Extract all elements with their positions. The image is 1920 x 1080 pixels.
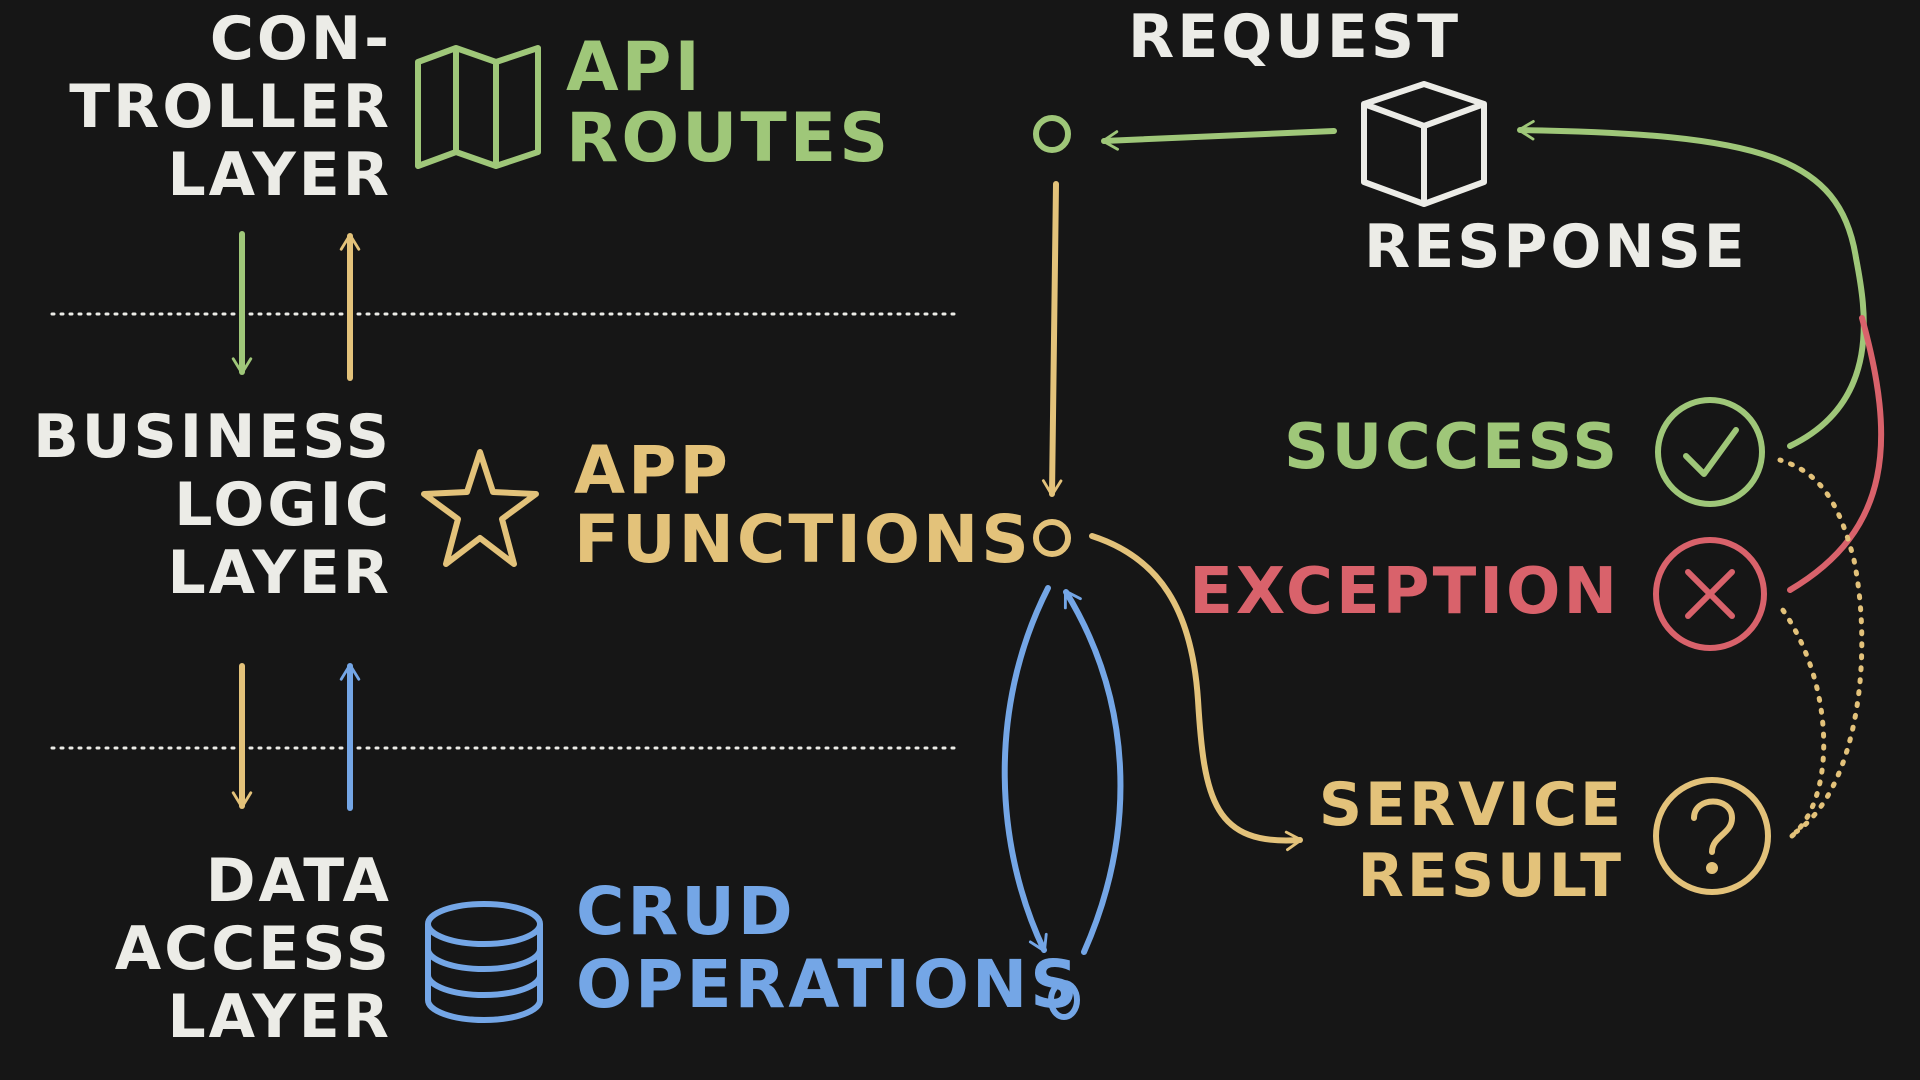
layer-label-line: LOGIC xyxy=(174,469,392,540)
component-label-line: APP xyxy=(574,432,731,509)
question-circle-icon xyxy=(1653,777,1771,895)
layer-label-line: DATA xyxy=(205,846,392,916)
request-arrow xyxy=(1101,128,1337,151)
component-label-crud-operations: CRUD OPERATIONS xyxy=(576,873,1081,1023)
service-result-to-success-dotted xyxy=(1777,457,1865,835)
component-label-line: OPERATIONS xyxy=(576,945,1081,1023)
node-controller xyxy=(1033,115,1071,153)
node-business xyxy=(1033,519,1071,557)
arrow-success-to-response xyxy=(1517,119,1867,449)
service-result-to-exception-dotted xyxy=(1777,603,1827,839)
map-icon xyxy=(415,45,541,169)
request-label: REQUEST xyxy=(1128,2,1462,72)
layer-label-business: BUSINESS LOGIC LAYER xyxy=(33,402,392,608)
star-icon xyxy=(421,449,539,567)
layer-label-line: LAYER xyxy=(167,139,392,210)
component-label-api-routes: API ROUTES xyxy=(566,32,891,175)
layer-label-line: BUSINESS xyxy=(33,402,392,472)
exception-to-response-line xyxy=(1787,315,1885,593)
component-label-line: FUNCTIONS xyxy=(574,501,1032,579)
arrow-functions-to-crud xyxy=(1001,585,1051,953)
check-circle-icon xyxy=(1655,397,1765,507)
layer-label-line: TROLLER xyxy=(69,71,392,142)
service-result-label: SERVICE RESULT xyxy=(1319,770,1624,912)
component-label-line: ROUTES xyxy=(566,99,892,179)
arrow-routes-to-functions xyxy=(1041,181,1063,497)
x-circle-icon xyxy=(1653,537,1767,651)
component-label-line: CRUD xyxy=(576,873,796,950)
layer-label-controller: CON- TROLLER LAYER xyxy=(69,4,392,210)
arrow-crud-to-functions xyxy=(1063,589,1124,955)
service-result-line: RESULT xyxy=(1357,840,1624,911)
layer-label-line: LAYER xyxy=(167,537,392,608)
exception-label: EXCEPTION xyxy=(1189,555,1620,629)
component-label-app-functions: APP FUNCTIONS xyxy=(574,436,1032,575)
layer-label-line: LAYER xyxy=(167,981,392,1052)
response-label: RESPONSE xyxy=(1364,212,1748,282)
node-data xyxy=(1048,980,1080,1020)
component-label-line: API xyxy=(566,28,703,107)
layer-label-line: CON- xyxy=(209,4,392,74)
cube-icon xyxy=(1361,81,1487,207)
arrow-functions-to-service-result xyxy=(1089,533,1303,852)
database-icon xyxy=(425,901,543,1023)
layer-label-data: DATA ACCESS LAYER xyxy=(114,846,392,1052)
service-result-line: SERVICE xyxy=(1318,770,1624,840)
success-label: SUCCESS xyxy=(1284,410,1620,483)
layer-label-line: ACCESS xyxy=(114,913,392,984)
